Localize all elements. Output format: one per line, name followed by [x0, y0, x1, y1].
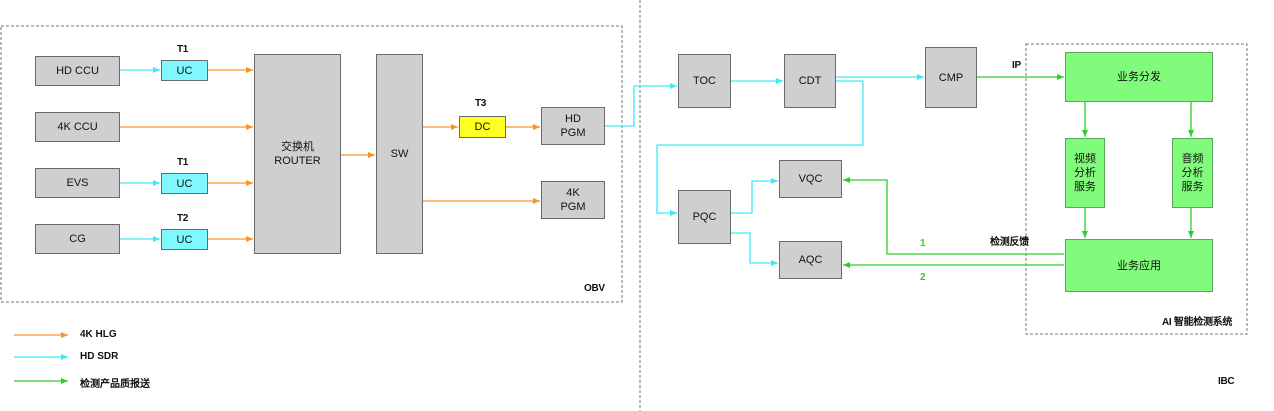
- aqc-box: AQC: [779, 241, 842, 279]
- link-pqc-vqc: [731, 178, 778, 214]
- legend-hd-sdr: HD SDR: [80, 351, 119, 362]
- audio-analysis-box: 音频 分析 服务: [1172, 138, 1213, 208]
- t3-label: T3: [475, 98, 487, 109]
- ibc-region-label: IBC: [1218, 376, 1235, 387]
- cg-box: CG: [35, 224, 120, 254]
- cmp-box: CMP: [925, 47, 977, 108]
- hd-pgm-box: HD PGM: [541, 107, 605, 145]
- router-box: 交换机 ROUTER: [254, 54, 341, 254]
- route-2-label: 2: [920, 272, 926, 283]
- ai-region-border: [1025, 43, 1248, 335]
- cdt-box: CDT: [784, 54, 836, 108]
- pqc-box: PQC: [678, 190, 731, 244]
- video-analysis-box: 视频 分析 服务: [1065, 138, 1105, 208]
- obv-region-label: OBV: [584, 283, 605, 294]
- link-cdt-pqc: [656, 80, 864, 216]
- evs-box: EVS: [35, 168, 120, 198]
- uc-box-3: UC: [161, 229, 208, 250]
- vqc-box: VQC: [779, 160, 842, 198]
- 4k-ccu-box: 4K CCU: [35, 112, 120, 142]
- uc-box-1: UC: [161, 60, 208, 81]
- t2-label: T2: [177, 213, 189, 224]
- legend-4k-hlg: 4K HLG: [80, 329, 117, 340]
- t1-top-label: T1: [177, 44, 189, 55]
- link-app-vqc: [843, 177, 1064, 255]
- sw-box: SW: [376, 54, 423, 254]
- app-box: 业务应用: [1065, 239, 1213, 292]
- route-1-label: 1: [920, 238, 926, 249]
- legend-report: 检测产品质报送: [80, 379, 150, 390]
- feedback-label: 检测反馈: [990, 237, 1029, 248]
- dc-box: DC: [459, 116, 506, 138]
- 4k-pgm-box: 4K PGM: [541, 181, 605, 219]
- t1-mid-label: T1: [177, 157, 189, 168]
- link-pqc-aqc: [731, 232, 778, 266]
- uc-box-2: UC: [161, 173, 208, 194]
- dispatch-box: 业务分发: [1065, 52, 1213, 102]
- hd-ccu-box: HD CCU: [35, 56, 120, 86]
- link-hdpgm-toc: [605, 83, 677, 127]
- ip-label: IP: [1012, 60, 1021, 71]
- ai-region-label: AI 智能检测系统: [1162, 317, 1233, 328]
- toc-box: TOC: [678, 54, 731, 108]
- obv-region-border: [0, 25, 623, 303]
